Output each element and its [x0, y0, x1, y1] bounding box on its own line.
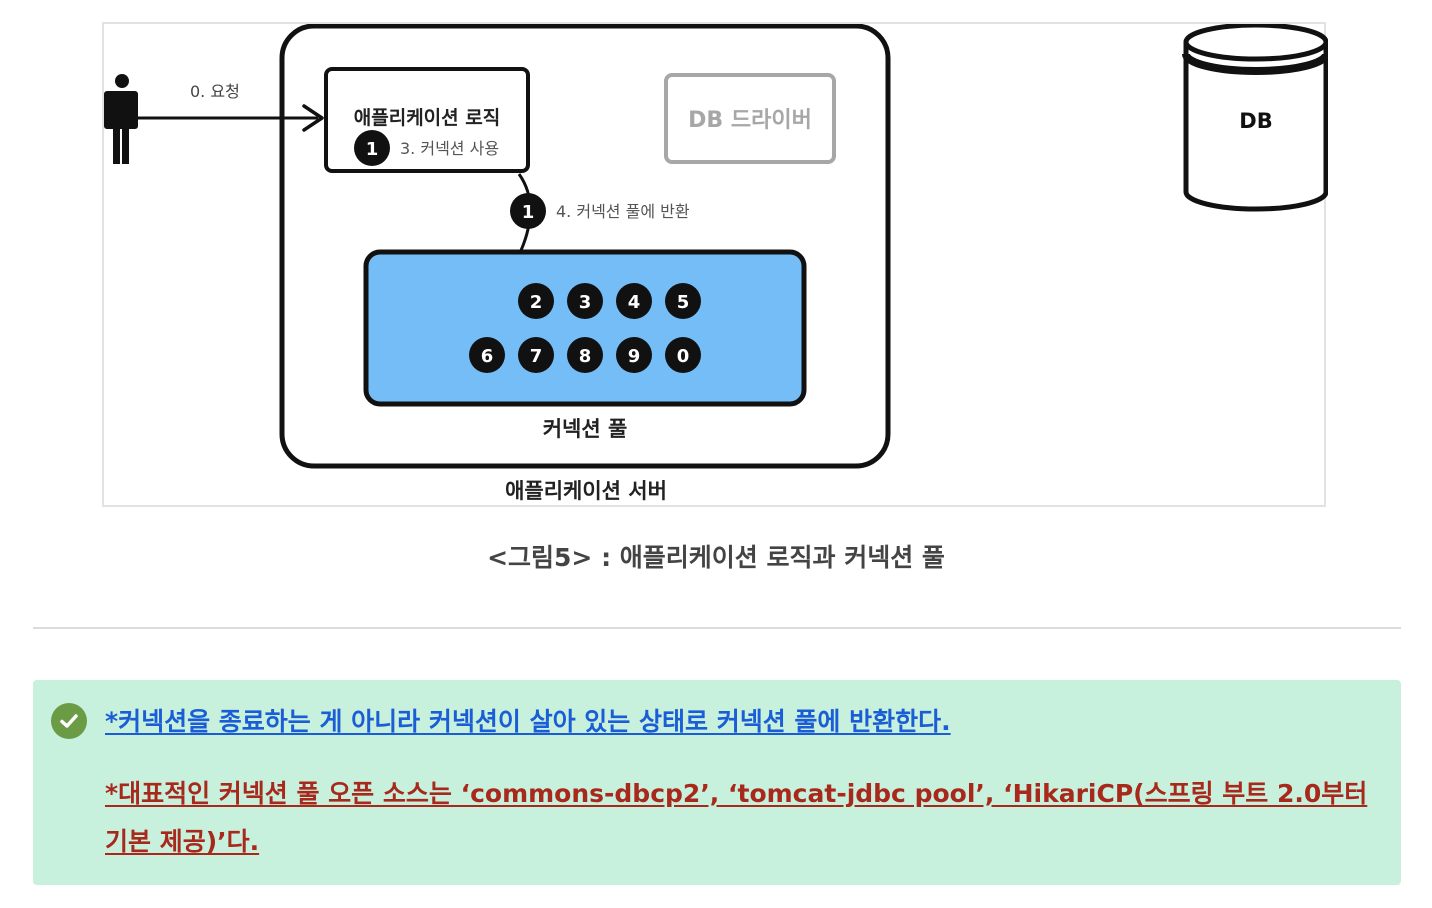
connection-circle — [665, 283, 701, 319]
connection-circle — [567, 337, 603, 373]
db-driver-box — [664, 73, 836, 164]
app-server-box — [279, 24, 891, 469]
database-icon — [1182, 24, 1328, 212]
connection-number: 2 — [530, 292, 543, 313]
db-driver-label: DB 드라이버 — [688, 108, 812, 133]
connection-number: 9 — [628, 346, 641, 367]
connection-circle — [616, 283, 652, 319]
return-to-pool-label: 4. 커넥션 풀에 반환 — [556, 202, 690, 221]
connection-number: 0 — [677, 346, 690, 367]
figure-caption: <그림5> : 애플리케이션 로직과 커넥션 풀 — [487, 543, 945, 572]
db-label: DB — [1239, 109, 1272, 133]
user-icon — [104, 74, 138, 164]
request-label: 0. 요청 — [190, 82, 240, 101]
connection-circle — [469, 337, 505, 373]
step-badge-number: 1 — [522, 202, 535, 223]
connection-number: 8 — [579, 346, 592, 367]
connection-pool-diagram: 0. 요청 애플리케이션 서버 애플리케이션 로직 1 3. 커넥션 사용 DB… — [104, 24, 1328, 503]
connection-number: 7 — [530, 346, 543, 367]
connection-number: 5 — [677, 292, 690, 313]
connection-pool-box — [363, 249, 807, 407]
check-circle-icon — [51, 703, 87, 739]
connection-circle — [518, 337, 554, 373]
step-badge-number: 1 — [366, 139, 379, 160]
tip-callout: *커넥션을 종료하는 게 아니라 커넥션이 살아 있는 상태로 커넥션 풀에 반… — [33, 680, 1401, 885]
connection-circle — [518, 283, 554, 319]
diagram-figure: 0. 요청 애플리케이션 서버 애플리케이션 로직 1 3. 커넥션 사용 DB… — [102, 22, 1328, 507]
connection-pool-label: 커넥션 풀 — [543, 417, 628, 441]
note-open-source-pools-link[interactable]: *대표적인 커넥션 풀 오픈 소스는 ‘commons-dbcp2’, ‘tom… — [105, 779, 1368, 856]
step-badge — [510, 193, 546, 229]
app-logic-label: 애플리케이션 로직 — [354, 107, 500, 129]
connection-number: 6 — [481, 346, 494, 367]
divider — [33, 627, 1401, 629]
connection-circle — [567, 283, 603, 319]
use-connection-label: 3. 커넥션 사용 — [400, 139, 499, 158]
step-badge — [354, 130, 390, 166]
connection-circle — [665, 337, 701, 373]
note-connection-return-link[interactable]: *커넥션을 종료하는 게 아니라 커넥션이 살아 있는 상태로 커넥션 풀에 반… — [105, 707, 951, 736]
app-server-label: 애플리케이션 서버 — [505, 479, 667, 503]
connection-number: 3 — [579, 292, 592, 313]
connection-circle — [616, 337, 652, 373]
connection-number: 4 — [628, 292, 641, 313]
